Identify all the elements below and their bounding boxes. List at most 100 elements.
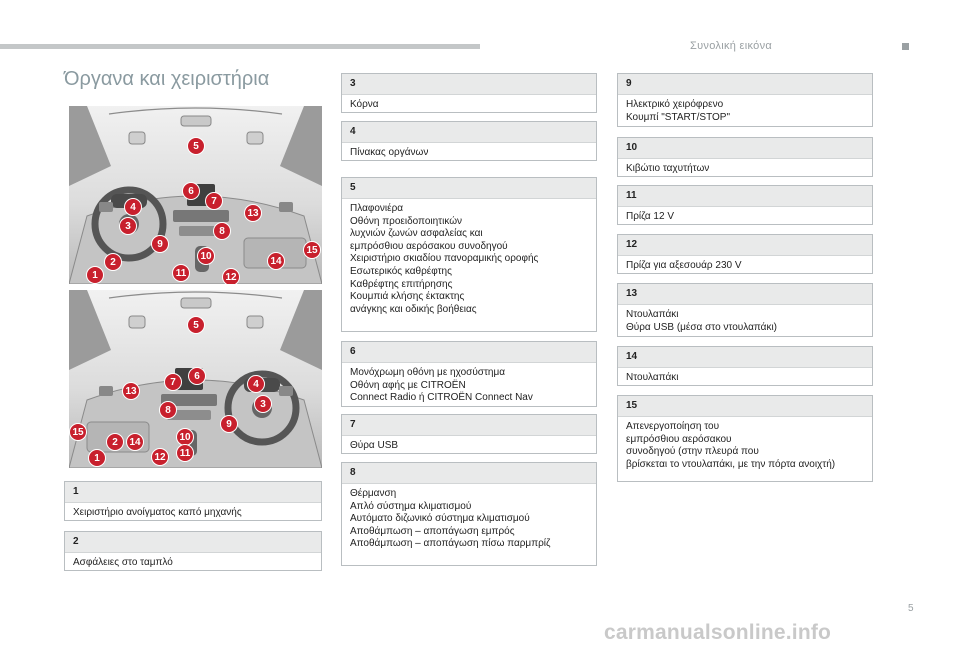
legend-text: Πίνακας οργάνων [342,143,596,164]
callout-4: 4 [247,375,265,393]
callout-8: 8 [213,222,231,240]
section-marker [902,43,909,50]
legend-number: 11 [618,186,872,207]
page-number: 5 [908,603,914,614]
legend-line: Οθόνη προειδοποιητικών [350,215,463,227]
legend-text: Κόρνα [342,95,596,116]
callout-4: 4 [124,198,142,216]
callout-11: 11 [176,444,194,462]
legend-number: 1 [65,482,321,503]
section-title: Συνολική εικόνα [690,40,773,52]
legend-line: Χειριστήριο σκιαδίου πανοραμικής οροφής [350,253,539,265]
legend-box-8: 8 Θέρμανση Απλό σύστημα κλιματισμού Αυτό… [341,462,597,566]
legend-number: 14 [618,347,872,368]
legend-box-14: 14 Ντουλαπάκι [617,346,873,386]
callout-7: 7 [164,373,182,391]
callout-11: 11 [172,264,190,282]
legend-text: Θέρμανση Απλό σύστημα κλιματισμού Αυτόμα… [342,484,596,555]
callout-6: 6 [182,182,200,200]
legend-box-12: 12 Πρίζα για αξεσουάρ 230 V [617,234,873,274]
legend-line: Οθόνη αφής με CITROËN [350,379,466,391]
callout-15: 15 [69,423,87,441]
legend-box-15: 15 Απενεργοποίηση του εμπρόσθιου αερόσακ… [617,395,873,482]
legend-text: Χειριστήριο ανοίγματος καπό μηχανής [65,503,321,524]
legend-line: Πίνακας οργάνων [350,147,429,158]
callout-3: 3 [119,217,137,235]
callout-14: 14 [267,252,285,270]
callout-9: 9 [151,235,169,253]
legend-line: Κουμπιά κλήσης έκτακτης [350,291,465,303]
legend-number: 2 [65,532,321,553]
legend-line: Κόρνα [350,99,379,110]
legend-line: Ασφάλειες στο ταμπλό [73,557,173,568]
watermark-logo: carmanualsonline.info [604,621,832,644]
legend-line: εμπρόσθιου αερόσακου [626,433,732,445]
legend-text: Ντουλαπάκι [618,368,872,389]
callout-12: 12 [222,268,240,284]
legend-number: 8 [342,463,596,484]
legend-text: Πρίζα 12 V [618,207,872,228]
legend-line: Ηλεκτρικό χειρόφρενο [626,99,724,110]
legend-text: Απενεργοποίηση του εμπρόσθιου αερόσακου … [618,417,872,475]
legend-line: Απλό σύστημα κλιματισμού [350,500,472,512]
legend-line: Εσωτερικός καθρέφτης [350,265,452,277]
legend-line: ανάγκης και οδικής βοήθειας [350,303,477,315]
legend-line: Κουμπί "START/STOP" [626,111,731,123]
callout-3: 3 [254,395,272,413]
callout-2: 2 [106,433,124,451]
legend-number: 15 [618,396,872,417]
legend-line: εμπρόσθιου αερόσακου συνοδηγού [350,240,508,252]
legend-number: 9 [618,74,872,95]
callout-7: 7 [205,192,223,210]
legend-line: Χειριστήριο ανοίγματος καπό μηχανής [73,507,242,518]
legend-line: συνοδηγού (στην πλευρά που [626,446,759,458]
legend-line: Πλαφονιέρα [350,203,404,214]
legend-line: Απενεργοποίηση του [626,421,720,432]
callout-5: 5 [187,137,205,155]
callout-1: 1 [86,266,104,284]
callout-1: 1 [88,449,106,467]
legend-text: Μονόχρωμη οθόνη με ηχοσύστημα Οθόνη αφής… [342,363,596,409]
legend-line: Connect Radio ή CITROËN Connect Nav [350,392,533,404]
legend-line: Κιβώτιο ταχυτήτων [626,163,710,174]
legend-box-13: 13 Ντουλαπάκι Θύρα USB (μέσα στο ντουλαπ… [617,283,873,337]
legend-line: Θύρα USB (μέσα στο ντουλαπάκι) [626,321,777,333]
legend-box-11: 11 Πρίζα 12 V [617,185,873,225]
callout-6: 6 [188,367,206,385]
legend-line: λυχνιών ζωνών ασφαλείας και [350,228,483,240]
legend-box-1: 1 Χειριστήριο ανοίγματος καπό μηχανής [64,481,322,521]
legend-box-9: 9 Ηλεκτρικό χειρόφρενο Κουμπί "START/STO… [617,73,873,127]
legend-line: Αποθάμπωση – αποπάγωση εμπρός [350,525,515,537]
legend-number: 5 [342,178,596,199]
callout-8: 8 [159,401,177,419]
legend-number: 4 [342,122,596,143]
legend-text: Πρίζα για αξεσουάρ 230 V [618,256,872,277]
callout-5: 5 [187,316,205,334]
legend-line: Πρίζα 12 V [626,211,675,222]
callout-13: 13 [122,382,140,400]
legend-line: Θύρα USB [350,440,399,451]
legend-box-5: 5 Πλαφονιέρα Οθόνη προειδοποιητικών λυχν… [341,177,597,332]
legend-box-7: 7 Θύρα USB [341,414,597,454]
legend-number: 6 [342,342,596,363]
legend-text: Ηλεκτρικό χειρόφρενο Κουμπί "START/STOP" [618,95,872,128]
legend-line: Αυτόματο διζωνικό σύστημα κλιματισμού [350,513,530,525]
callout-10: 10 [197,247,215,265]
callout-15: 15 [303,241,321,259]
header-rule [0,44,480,49]
legend-number: 12 [618,235,872,256]
legend-number: 10 [618,138,872,159]
legend-box-6: 6 Μονόχρωμη οθόνη με ηχοσύστημα Οθόνη αφ… [341,341,597,407]
legend-box-10: 10 Κιβώτιο ταχυτήτων [617,137,873,177]
legend-number: 3 [342,74,596,95]
legend-box-3: 3 Κόρνα [341,73,597,113]
legend-number: 13 [618,284,872,305]
callout-12: 12 [151,448,169,466]
legend-box-4: 4 Πίνακας οργάνων [341,121,597,161]
legend-line: Θέρμανση [350,488,397,499]
legend-line: Πρίζα για αξεσουάρ 230 V [626,260,742,271]
legend-number: 7 [342,415,596,436]
callout-9: 9 [220,415,238,433]
legend-line: Μονόχρωμη οθόνη με ηχοσύστημα [350,367,506,378]
